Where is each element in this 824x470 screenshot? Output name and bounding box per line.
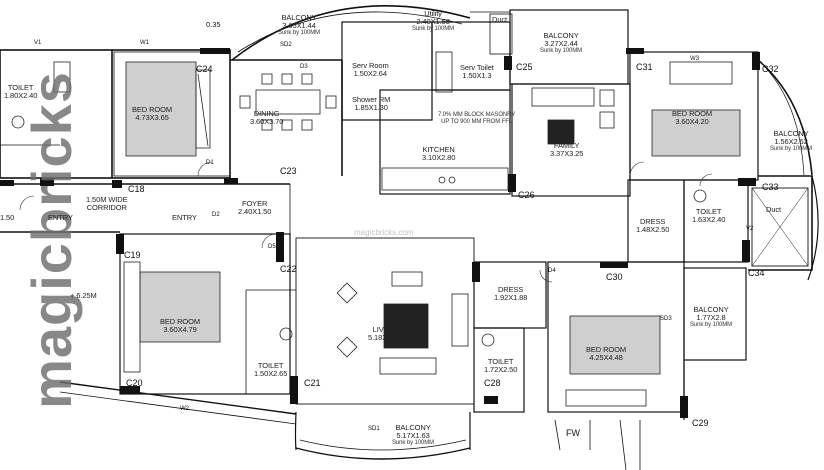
column-label: C34 [748, 268, 765, 278]
column-label: C32 [762, 64, 779, 74]
top-balcony-arc [231, 5, 471, 61]
door-tag: D5 [268, 244, 276, 250]
column-label: C30 [606, 272, 623, 282]
solid-columns [0, 48, 760, 418]
ventilator-tag: V2 [746, 226, 754, 232]
window-tag: W1 [140, 40, 149, 46]
sliding-door-tag: SD2 [280, 42, 292, 48]
ac-tag: + 6.25M [70, 291, 97, 300]
column-label: C24 [196, 64, 213, 74]
column-label: C23 [280, 166, 297, 176]
column-label: C31 [636, 62, 653, 72]
column-label: C28 [484, 378, 501, 388]
room-label-duct-right: Duct [766, 205, 782, 214]
sliding-door-tag: SD1 [368, 426, 380, 432]
left-dimension: 1.50 [0, 213, 15, 222]
column-label: C25 [516, 62, 533, 72]
column-label: C29 [692, 418, 709, 428]
window-tag: W3 [690, 56, 699, 62]
column-label: C20 [126, 378, 143, 388]
door-swings [19, 161, 713, 283]
column-label: C18 [128, 184, 145, 194]
column-label: C26 [518, 190, 535, 200]
column-label: C21 [304, 378, 321, 388]
ventilator-tag: V1 [34, 40, 42, 46]
door-tag: D2 [212, 212, 220, 218]
furniture [11, 51, 741, 407]
window-tag: W2 [180, 406, 189, 412]
column-label: C19 [124, 250, 141, 260]
room-label-duct-top: Duct [492, 15, 508, 24]
door-tag: D3 [300, 64, 308, 70]
sliding-door-tag: SD3 [660, 316, 672, 322]
magicbricks-small-watermark: magicbricks.com [354, 228, 414, 237]
magicbricks-watermark: magicbricks [20, 71, 83, 409]
fw-label: FW [566, 428, 580, 438]
room-label-entry-left: ENTRY [48, 213, 73, 222]
bottom-balcony-arc [295, 447, 471, 460]
dimension-tag: 0.35 [206, 20, 221, 29]
door-tag: D1 [206, 160, 214, 166]
column-label: C22 [280, 264, 297, 274]
column-label: C33 [762, 182, 779, 192]
room-label-entry-main: ENTRY [172, 213, 197, 222]
right-balcony-arc [757, 59, 813, 176]
door-tag: D4 [548, 268, 556, 274]
